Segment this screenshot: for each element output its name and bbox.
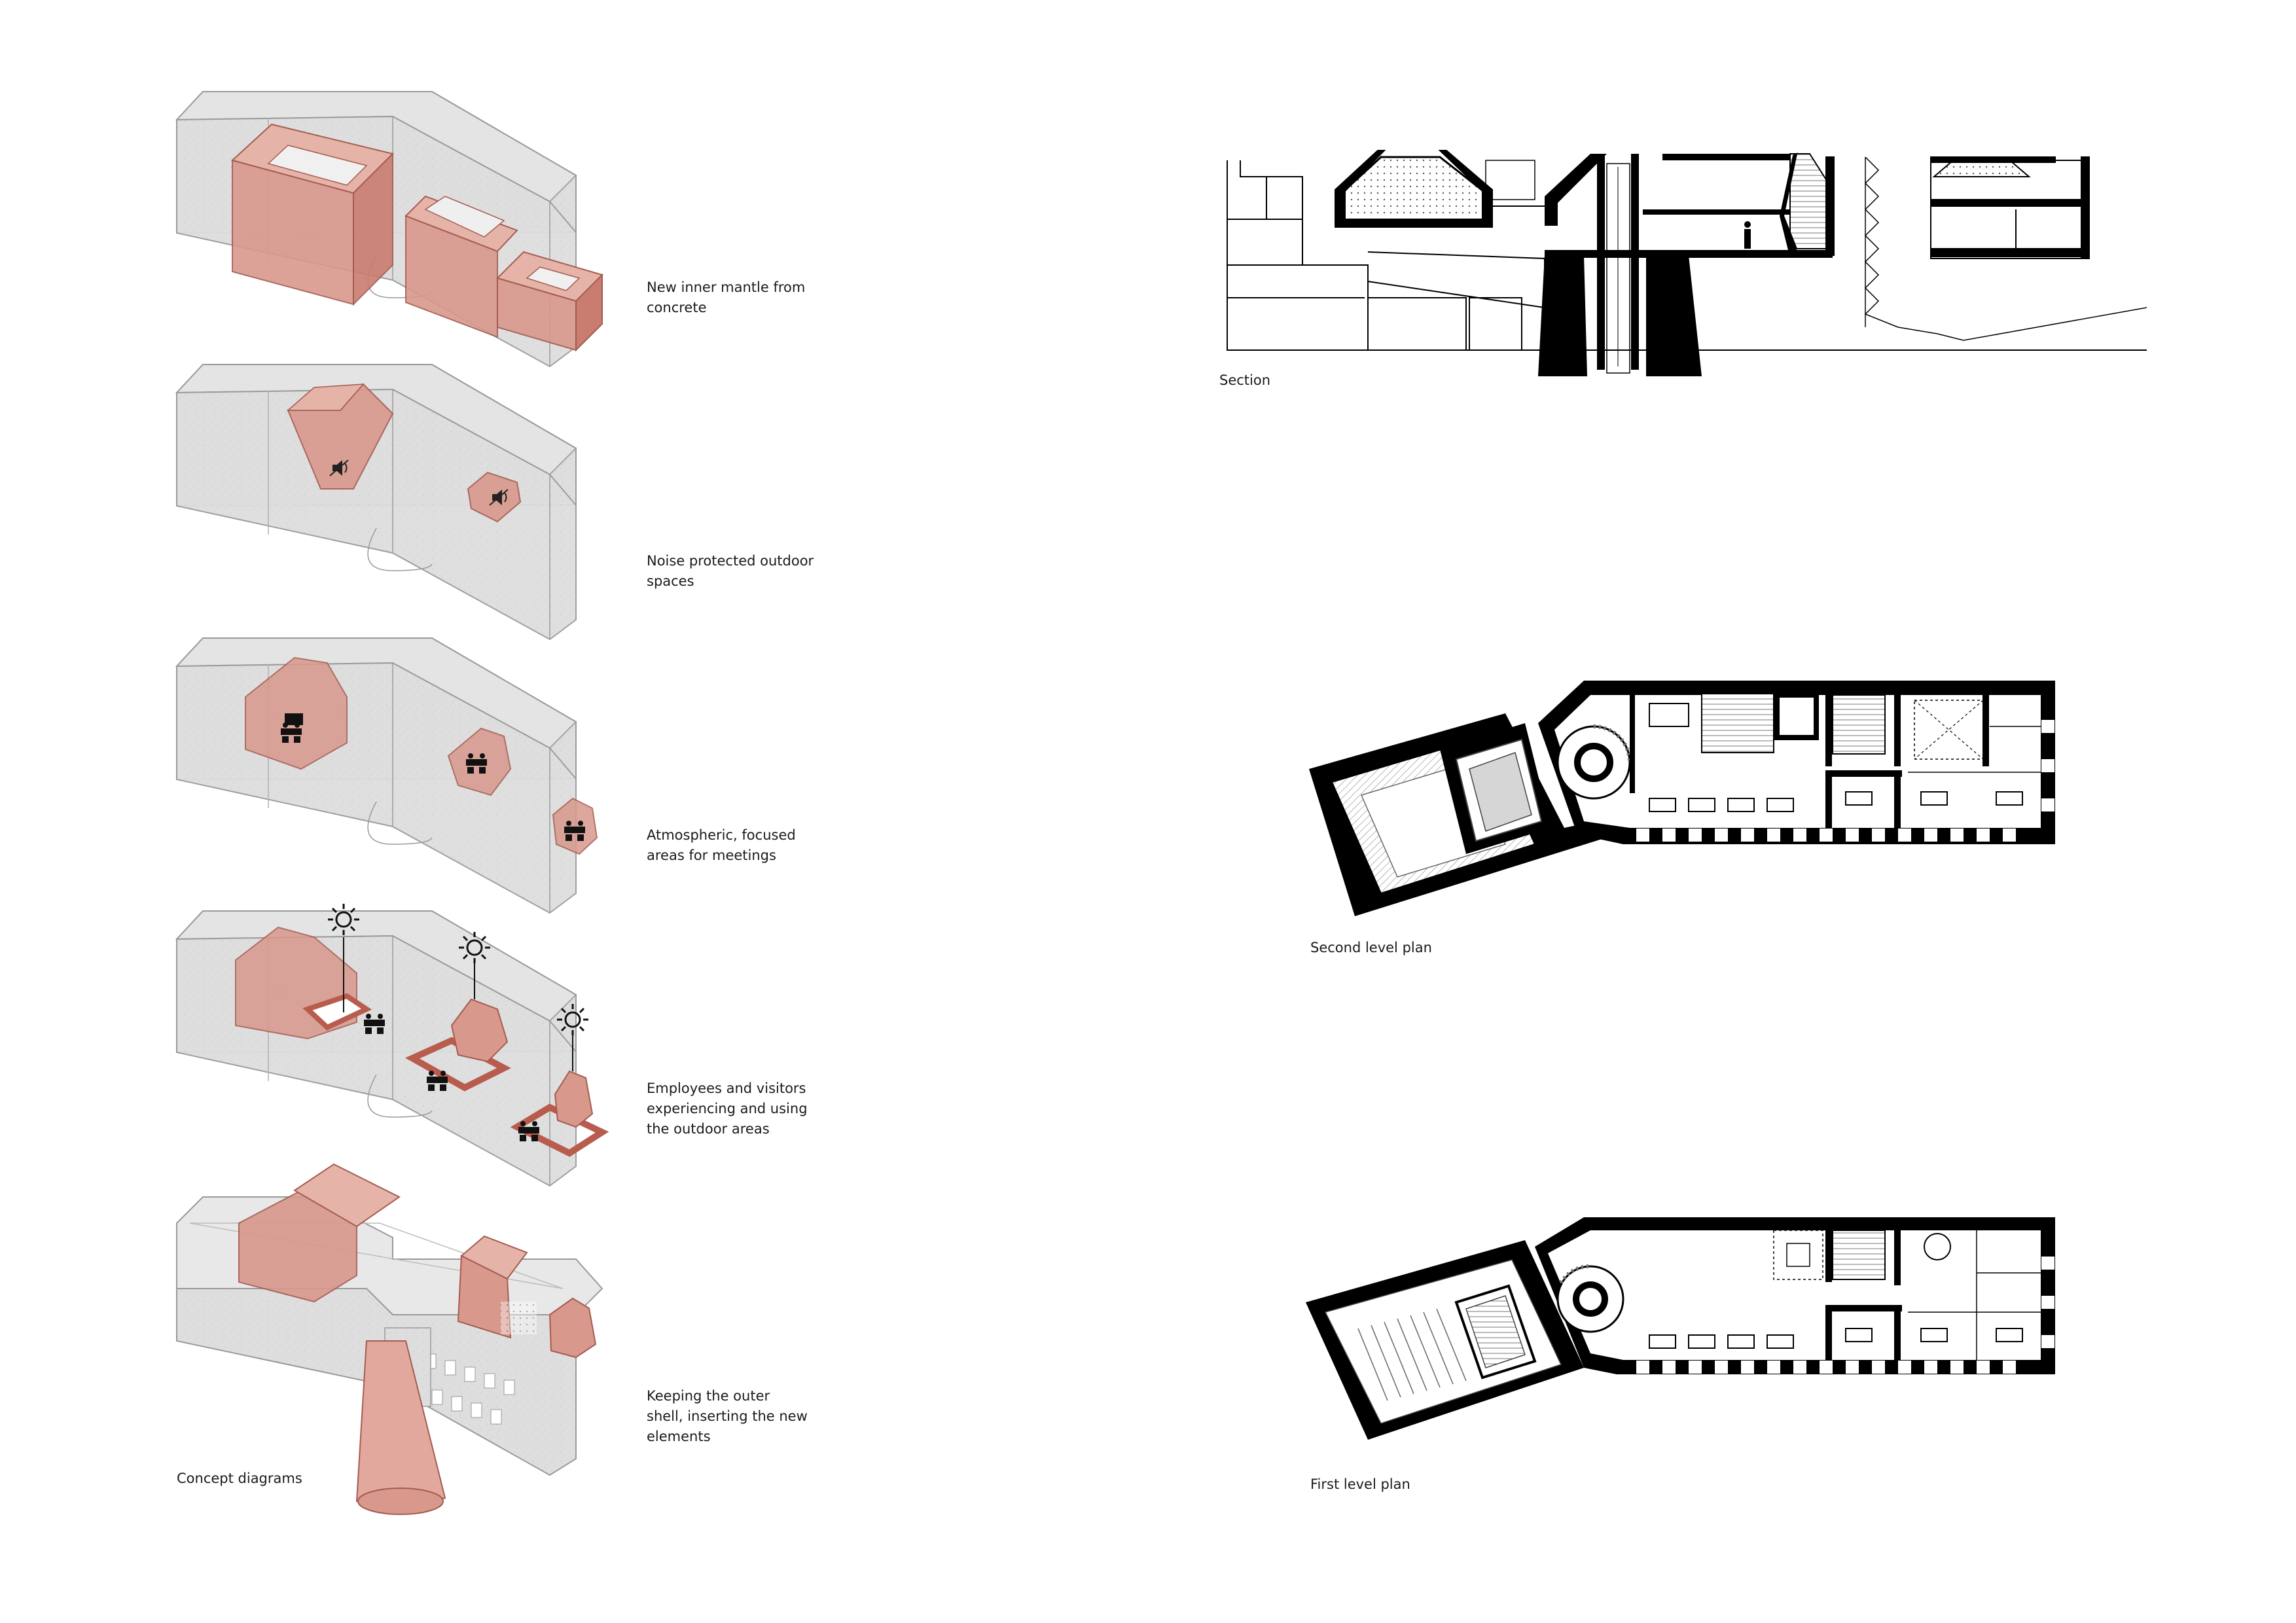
concept-label-noise: Noise protected outdoor spaces bbox=[647, 553, 814, 589]
concept-diagram-outdoor-use bbox=[176, 902, 609, 1186]
section-drawing bbox=[1227, 150, 2147, 376]
concept-diagram-meeting-areas bbox=[176, 637, 598, 914]
concept-diagram-noise-protection bbox=[176, 364, 577, 640]
second-plan-rooms bbox=[1649, 692, 2041, 829]
concept-label-outer-shell: Keeping the outer shell, inserting the n… bbox=[647, 1388, 808, 1444]
first-plan-spiral-stair bbox=[1556, 1264, 1624, 1333]
concept-diagram-outer-shell bbox=[176, 1163, 603, 1515]
inner-mantle-volumes bbox=[230, 123, 603, 352]
first-plan-windows bbox=[1636, 1257, 2054, 1374]
second-plan-caption: Second level plan bbox=[1310, 940, 1432, 955]
section-stair-zigzag bbox=[1864, 156, 2147, 341]
first-level-plan bbox=[1306, 1217, 2055, 1440]
meeting-presentation-icon bbox=[281, 713, 303, 743]
shell-windows bbox=[425, 1353, 515, 1425]
section-central-cut bbox=[1538, 154, 1833, 376]
first-plan-caption: First level plan bbox=[1310, 1476, 1410, 1492]
concept-diagram-inner-mantle bbox=[176, 91, 603, 367]
section-roof-left bbox=[1335, 150, 1493, 228]
concept-label-inner-mantle: New inner mantle from concrete bbox=[647, 279, 806, 315]
concept-label-outdoor-use: Employees and visitors experiencing and … bbox=[647, 1080, 808, 1137]
section-end-building bbox=[1930, 156, 2090, 259]
person-silhouette bbox=[1744, 221, 1751, 249]
section-roof-right bbox=[1779, 152, 1835, 257]
second-plan-windows bbox=[1636, 720, 2054, 842]
section-caption: Section bbox=[1219, 372, 1271, 388]
first-plan-rooms bbox=[1649, 1228, 2041, 1362]
first-plan-seating bbox=[1357, 1308, 1467, 1401]
concept-label-meetings: Atmospheric, focused areas for meetings bbox=[647, 827, 796, 863]
concept-caption: Concept diagrams bbox=[177, 1471, 302, 1486]
second-plan-spiral-stair bbox=[1556, 724, 1632, 800]
second-level-plan bbox=[1309, 681, 2055, 916]
